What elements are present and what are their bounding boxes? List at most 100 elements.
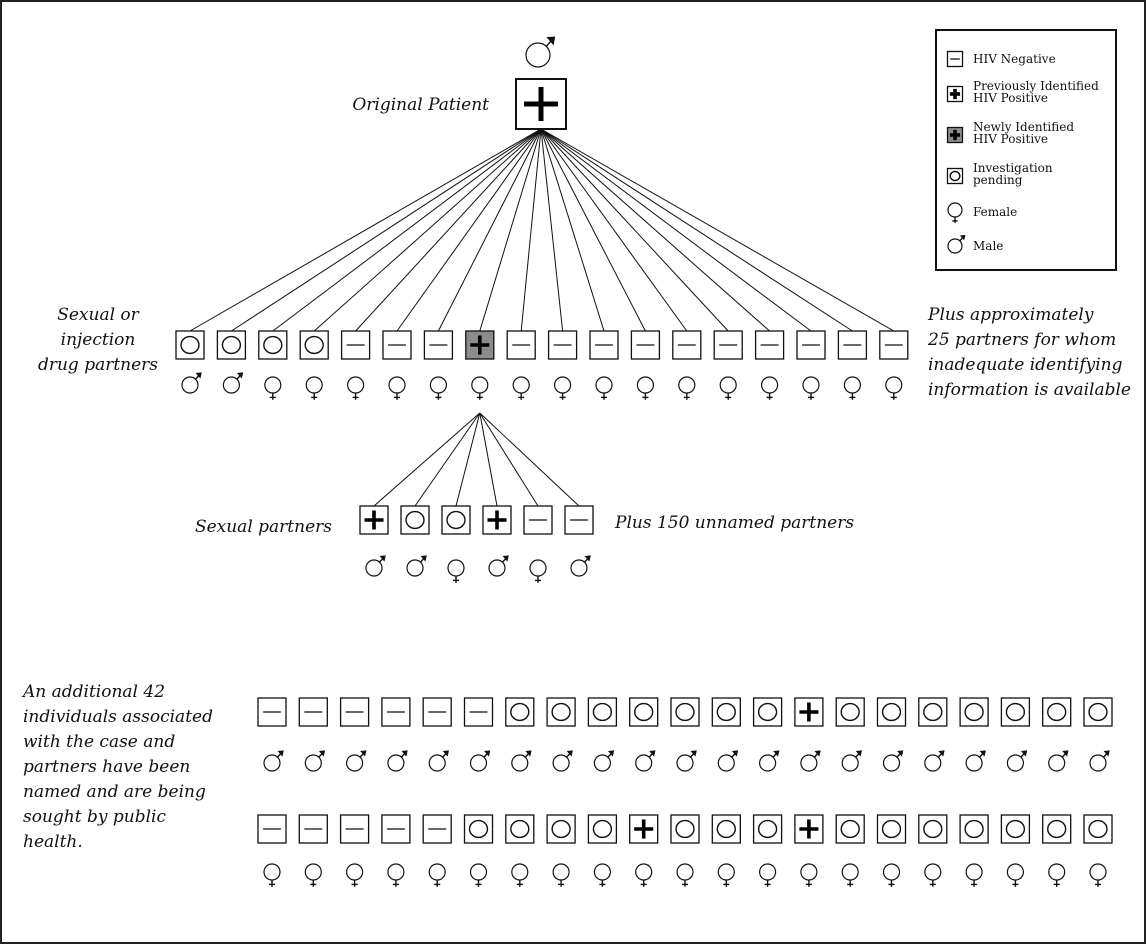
additional-row1-male-icon — [717, 750, 739, 772]
additional-row2-box — [752, 814, 783, 844]
level1-partner-male-icon — [181, 372, 202, 394]
level1-partner-female-icon — [678, 376, 696, 400]
connection-line — [414, 412, 481, 507]
additional-row2-female-icon — [593, 863, 612, 887]
level1-partner-box — [589, 330, 619, 360]
level2-partner-box — [400, 505, 430, 535]
level1-note-line: 25 partners for whom — [927, 330, 1116, 350]
level2-partner-male-icon — [406, 555, 427, 577]
additional-row1-male-icon — [965, 750, 986, 772]
additional-row2-female-icon — [676, 863, 694, 887]
original-patient-box — [515, 78, 567, 130]
level2-partner-male-icon — [570, 555, 591, 577]
additional-row1-box — [752, 697, 783, 727]
additional-label-line: health. — [23, 832, 83, 852]
legend-pending-icon — [946, 167, 964, 185]
additional-row2-box — [670, 814, 700, 844]
connection-line — [479, 412, 539, 507]
level1-partner-female-icon — [595, 376, 613, 400]
additional-row1-male-icon — [1006, 750, 1028, 772]
level1-partner-box — [423, 330, 454, 360]
additional-row1-male-icon — [882, 750, 904, 772]
additional-row1-male-icon — [387, 750, 408, 772]
legend-label: Male — [973, 239, 1003, 253]
connection-line — [520, 128, 542, 332]
level2-partner-male-icon — [488, 555, 509, 577]
level1-partner-box — [175, 330, 205, 360]
additional-row1-male-icon — [1048, 750, 1069, 772]
connection-line — [373, 412, 481, 507]
additional-row2-box — [339, 814, 370, 844]
additional-row1-box — [959, 697, 989, 727]
level1-partner-box — [465, 330, 495, 360]
patient-nodes — [175, 36, 1113, 887]
additional-row2-female-icon — [717, 863, 735, 887]
level1-partner-box — [879, 330, 909, 360]
additional-row2-box — [959, 814, 989, 844]
level1-partner-box — [506, 330, 536, 360]
legend-label-line: HIV Positive — [973, 132, 1048, 146]
level1-label-line: drug partners — [38, 355, 158, 375]
level1-partner-box — [258, 330, 288, 360]
legend-label-line: HIV Positive — [973, 91, 1048, 105]
level1-partner-female-icon — [471, 376, 489, 400]
additional-label-line: with the case and — [23, 732, 175, 752]
additional-row2-female-icon — [428, 863, 446, 887]
level2-partner-box — [523, 505, 553, 535]
level1-note-line: Plus approximately — [927, 305, 1094, 325]
additional-row2-box — [381, 814, 411, 844]
level2-partner-female-icon — [529, 559, 547, 583]
additional-row1-box — [1083, 697, 1113, 727]
additional-row1-male-icon — [841, 750, 862, 772]
legend-prev-positive-icon — [946, 85, 964, 103]
additional-row2-box — [835, 814, 865, 844]
connection-line — [455, 412, 481, 507]
level1-partner-female-icon — [636, 376, 655, 400]
additional-row2-female-icon — [841, 863, 859, 887]
connection-line — [437, 128, 542, 332]
additional-row1-male-icon — [346, 750, 367, 772]
additional-row1-male-icon — [511, 750, 532, 772]
additional-row1-box — [1042, 697, 1072, 727]
legend-frame — [935, 29, 1117, 271]
legend-label-line: Newly Identified — [973, 120, 1074, 134]
additional-row1-box — [876, 697, 907, 727]
level1-label-line: injection — [61, 330, 136, 350]
additional-row1-box — [422, 697, 452, 727]
additional-row2-female-icon — [469, 863, 488, 887]
level1-partner-female-icon — [264, 376, 282, 400]
level2-partner-box — [564, 505, 594, 535]
level1-partner-female-icon — [802, 376, 820, 400]
additional-row2-female-icon — [346, 863, 364, 887]
additional-row2-box — [1042, 814, 1072, 844]
additional-row2-female-icon — [511, 863, 529, 887]
original-patient-male-icon — [525, 36, 556, 68]
additional-row2-box — [918, 814, 948, 844]
additional-row1-box — [918, 697, 948, 727]
additional-label-line: partners have been — [23, 757, 190, 777]
connection-line — [540, 128, 564, 332]
legend-male-icon — [947, 234, 966, 254]
connection-line — [540, 128, 646, 332]
connection-line — [189, 128, 542, 332]
level1-partner-box — [340, 330, 371, 360]
legend-label: Female — [973, 205, 1017, 219]
additional-row2-female-icon — [800, 863, 818, 887]
additional-row2-female-icon — [635, 863, 653, 887]
additional-row2-female-icon — [1006, 863, 1025, 887]
additional-row2-female-icon — [304, 863, 322, 887]
additional-row2-box — [711, 814, 741, 844]
level1-partner-box — [216, 330, 247, 360]
level1-partner-box — [547, 330, 578, 360]
level1-partner-female-icon — [553, 376, 572, 400]
additional-row2-female-icon — [965, 863, 983, 887]
additional-row2-box — [587, 814, 618, 844]
additional-row1-male-icon — [924, 750, 945, 772]
level1-partner-box — [382, 330, 412, 360]
connection-line — [540, 128, 605, 332]
legend-label-line: pending — [973, 173, 1023, 187]
legend-female-icon — [947, 202, 963, 223]
